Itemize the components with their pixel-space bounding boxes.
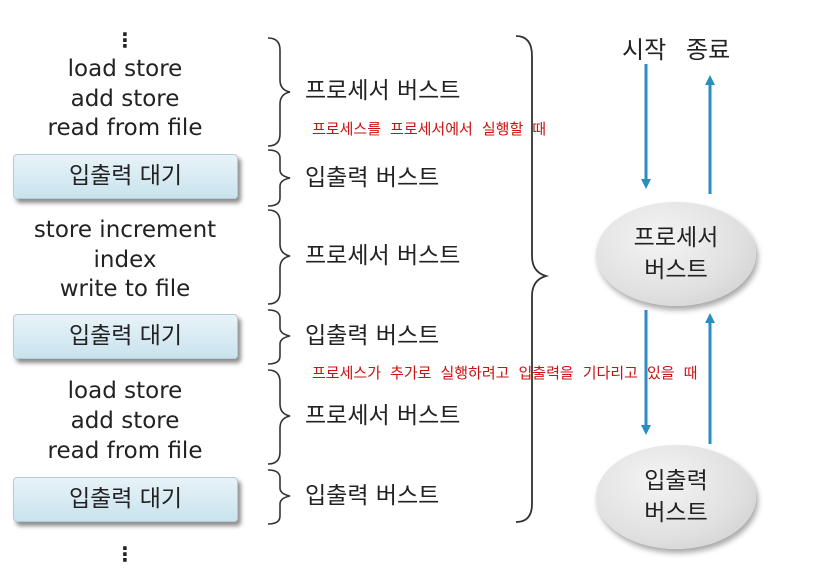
cpu-block-2-line-2: index (93, 247, 157, 273)
cpu-block-1-line-3: read from file (47, 115, 203, 141)
cpu-block-1-line-1: load store (67, 56, 183, 82)
label-cpu-burst-3: 프로세서 버스트 (305, 403, 461, 429)
cpu-burst-node-line-1: 프로세서 (633, 225, 719, 251)
label-io-burst-2: 입출력 버스트 (305, 323, 440, 349)
end-label: 종료 (686, 36, 731, 64)
cpu-block-3-line-3: read from file (47, 438, 203, 464)
cpu-burst-node: 프로세서 버스트 (596, 202, 756, 306)
brace-cpu-3 (267, 369, 291, 465)
cpu-block-1-line-2: add store (70, 86, 180, 112)
ellipsis-top: ⋮ (115, 28, 135, 52)
io-burst-node-line-2: 버스트 (644, 500, 708, 526)
start-label: 시작 (622, 36, 667, 64)
annotation-io-waiting: 프로세스가 추가로 실행하려고 입출력을 기다리고 있을 때 (312, 364, 698, 382)
io-burst-node-line-1: 입출력 (644, 468, 708, 494)
io-wait-box-3: 입출력 대기 (13, 477, 238, 522)
annotation-cpu-execution: 프로세스를 프로세서에서 실행할 때 (312, 120, 547, 138)
small-braces (267, 37, 291, 525)
label-io-burst-1: 입출력 버스트 (305, 165, 440, 191)
label-io-burst-3: 입출력 버스트 (305, 483, 440, 509)
cpu-block-3-line-1: load store (67, 378, 183, 404)
io-burst-node: 입출력 버스트 (596, 445, 756, 549)
brace-io-3 (267, 469, 291, 525)
brace-cpu-1 (267, 37, 291, 147)
large-brace (515, 35, 550, 523)
io-wait-box-1: 입출력 대기 (13, 154, 238, 199)
cpu-block-2-line-3: write to file (59, 276, 191, 302)
label-cpu-burst-1: 프로세서 버스트 (305, 78, 461, 104)
io-wait-box-2: 입출력 대기 (13, 314, 238, 359)
cpu-block-3-line-2: add store (70, 408, 180, 434)
cpu-burst-node-line-2: 버스트 (644, 257, 708, 283)
brace-io-1 (267, 149, 291, 207)
brace-cpu-2 (267, 209, 291, 305)
brace-io-2 (267, 309, 291, 365)
label-cpu-burst-2: 프로세서 버스트 (305, 243, 461, 269)
ellipsis-bottom: ⋮ (115, 542, 135, 566)
cpu-block-2-line-1: store increment (33, 217, 217, 243)
